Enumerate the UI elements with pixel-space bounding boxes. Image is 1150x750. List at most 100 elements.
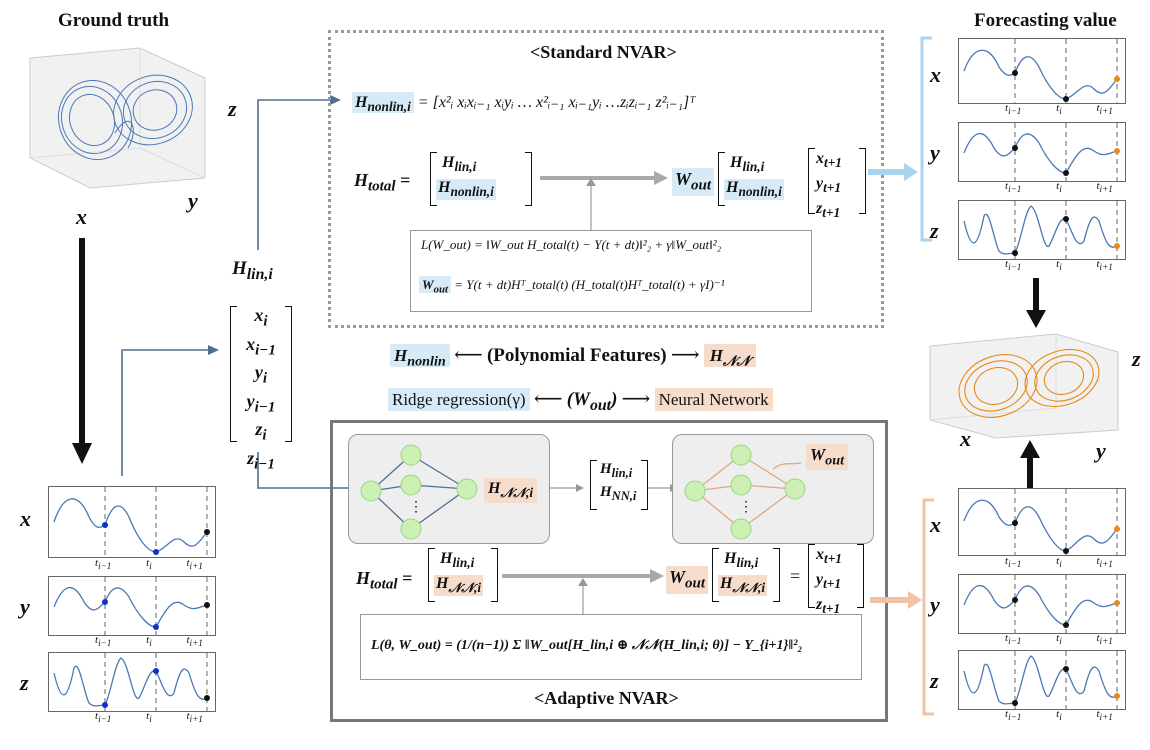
ts-left-y [48,576,216,636]
vec-entry-2: yi [254,362,268,387]
std-out-z: zt+1 [816,200,841,221]
ts-left-x-label: x [20,506,31,531]
gt-axis-z: z [228,96,237,121]
mid-ridge: Ridge regression(γ) [388,388,530,411]
mid-wout: (Wout) [566,389,618,414]
mid-arrow-left-2: ⟵ [533,388,563,410]
blue-bracket [920,36,932,242]
ad-htotal-label: Htotal = [356,568,413,593]
ad-out-z: zt+1 [816,596,841,617]
std-wout-solution: = Y(t + dt)Hᵀ_total(t) (H_total(t)Hᵀ_tot… [454,277,725,292]
gt-axis-x: x [76,204,87,229]
std-loss: L(W_out) = ‖W_out H_total(t) − Y(t + dt)… [421,237,722,252]
forecast-up-arrow [1020,440,1040,488]
mid-arrow-right-1: ⟶ [670,344,700,366]
fc-axis-z: z [1132,346,1141,371]
standard-nvar-box [328,30,884,328]
state-vector: xi xi−1 yi yi−1 zi zi−1 [230,305,292,473]
std-htotal-label: Htotal = [354,170,411,195]
ad-equals: = [790,566,801,586]
nn2-wout: Wout [806,444,849,471]
std-gray-arrow [540,171,668,185]
ad-stack: Hlin,i H𝒩𝒩,i [428,548,498,602]
nn-mid-stack: Hlin,i HNN,i [590,460,648,510]
vec-entry-1: xi−1 [246,333,276,359]
ts-left-z-ticks: ti−1 ti ti+1 [95,710,203,725]
tr-z-ticks: ti−1 ti ti+1 [1005,258,1113,273]
std-out-y: yt+1 [816,175,842,196]
std-up-arrow [586,178,596,230]
ground-truth-attractor [29,47,206,189]
mid-arrow-left-1: ⟵ [454,344,483,366]
down-arrow [72,238,92,464]
br-y-plot [958,574,1126,634]
ad-to-forecast-arrow [870,591,922,609]
ad-out-y: yt+1 [816,571,842,592]
nn-output-label: H𝒩𝒩,i [484,478,538,504]
ts-left-x-ticks: ti−1 ti ti+1 [95,557,203,572]
ad-output-vec: xt+1 yt+1 zt+1 [808,544,864,617]
tr-z-plot [958,200,1126,260]
nn-mid-arrow-1 [550,484,584,492]
svg-text:⋮: ⋮ [739,500,753,515]
standard-nvar-title: <Standard NVAR> [530,42,677,62]
tr-x-plot [958,38,1126,104]
ts-left-z [48,652,216,712]
tr-y-ticks: ti−1 ti ti+1 [1005,180,1113,195]
br-z-ticks: ti−1 ti ti+1 [1005,708,1113,723]
tr-x-label: x [930,62,941,87]
ts-left-z-label: z [20,670,29,695]
ad-out-x: xt+1 [816,546,842,567]
ts-left-y-label: y [20,594,30,619]
vec-entry-3: yi−1 [246,390,276,416]
std-loss-box: L(W_out) = ‖W_out H_total(t) − Y(t + dt)… [410,230,812,312]
ts-left-x [48,486,216,558]
vec-entry-5: zi−1 [247,447,275,473]
tr-x-ticks: ti−1 ti ti+1 [1005,102,1113,117]
ad-gray-arrow [502,569,664,583]
svg-text:⋮: ⋮ [409,500,423,515]
std-wout-tag: Wout [419,276,452,296]
std-wout: Wout [672,168,715,196]
mid-neural: Neural Network [654,388,773,411]
br-z-plot [958,650,1126,710]
mid-poly: (Polynomial Features) [486,345,667,366]
h-nonlin-tag: Hnonlin,i [352,92,414,114]
br-z-label: z [930,668,939,693]
ground-truth-title: Ground truth [58,10,170,31]
forecasting-title: Forecasting value [974,10,1117,31]
std-wout-stack: Hlin,i Hnonlin,i [718,152,818,206]
mid-arrow-right-2: ⟶ [621,388,651,410]
tr-y-label: y [930,140,940,165]
fc-axis-y: y [1096,438,1106,463]
vec-entry-4: zi [255,419,267,444]
tr-z-label: z [930,218,939,243]
fc-axis-x: x [960,426,971,451]
adaptive-nvar-title: <Adaptive NVAR> [534,688,679,708]
middle-row-1: Hnonlin ⟵ (Polynomial Features) ⟶ H𝒩𝒩 [390,342,757,370]
std-stack: Hlin,i Hnonlin,i [430,152,532,206]
vec-entry-0: xi [254,305,268,330]
middle-row-2: Ridge regression(γ) ⟵ (Wout) ⟶ Neural Ne… [388,386,773,415]
adaptive-nvar-box [330,420,888,722]
br-x-plot [958,488,1126,556]
nonlin-rhs: = [x²ᵢ xᵢxᵢ₋₁ xᵢyᵢ … x²ᵢ₋₁ xᵢ₋₁yᵢ …zᵢzᵢ₋… [417,94,696,111]
std-out-vector: xt+1 yt+1 zt+1 [808,148,866,221]
h-lin-label: Hlin,i [232,258,273,283]
ad-wout-stack: Hlin,i H𝒩𝒩,i [712,548,780,602]
ad-loss: L(θ, W_out) = (1/(n−1)) Σ ‖W_out[H_lin,i… [371,638,803,653]
br-y-label: y [930,592,940,617]
nonlin-equation: Hnonlin,i = [x²ᵢ xᵢxᵢ₋₁ xᵢyᵢ … x²ᵢ₋₁ xᵢ₋… [352,92,695,115]
ad-up-arrow [578,578,588,618]
gt-axis-y: y [188,188,198,213]
forecast-down-arrow [1026,278,1046,328]
br-x-ticks: ti−1 ti ti+1 [1005,555,1113,570]
std-to-forecast-arrow [868,163,918,181]
std-out-x: xt+1 [816,150,842,171]
forecast-attractor [929,333,1119,439]
pink-bracket [922,498,934,716]
mid-h-nn: H𝒩𝒩 [703,344,757,369]
ts-left-y-ticks: ti−1 ti ti+1 [95,634,203,649]
ad-loss-box: L(θ, W_out) = (1/(n−1)) Σ ‖W_out[H_lin,i… [360,614,862,680]
br-y-ticks: ti−1 ti ti+1 [1005,632,1113,647]
